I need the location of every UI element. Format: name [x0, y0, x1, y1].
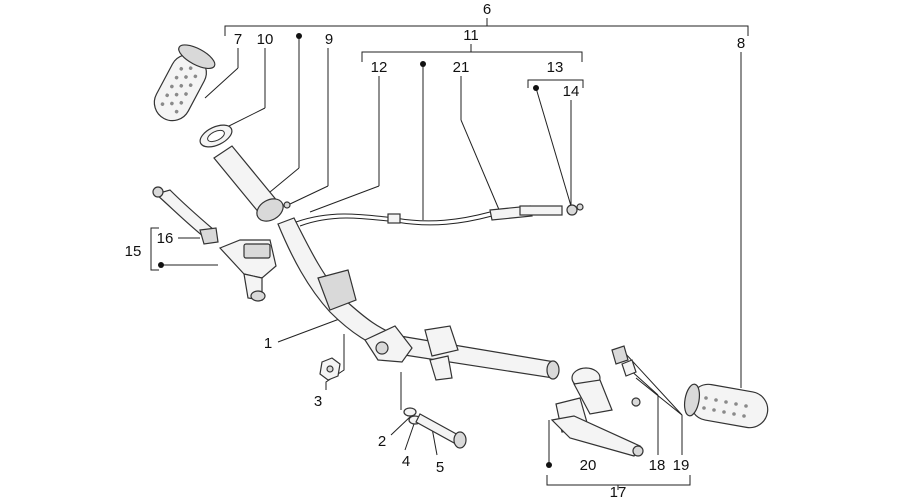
callout-17: 17 [610, 484, 627, 500]
handlebar-part [277, 217, 560, 381]
callout-18: 18 [649, 457, 666, 474]
throttle-tube-part [213, 145, 291, 222]
callout-2: 2 [378, 433, 386, 450]
leader-lines [150, 18, 749, 490]
callout-13: 13 [547, 59, 564, 76]
leader-dots [158, 33, 552, 468]
right-grip-part [683, 383, 769, 429]
callout-5: 5 [436, 459, 444, 476]
nut-part [319, 357, 341, 381]
throttle-cable-part [295, 203, 584, 227]
left-brake-lever-part [152, 186, 219, 245]
callout-14: 14 [563, 83, 580, 100]
callout-7: 7 [234, 31, 242, 48]
callout-15: 15 [125, 243, 142, 260]
callout-1: 1 [264, 335, 272, 352]
callout-8: 8 [737, 35, 745, 52]
callout-3: 3 [314, 393, 322, 410]
master-cylinder-part [218, 239, 277, 302]
washer-part [199, 124, 233, 148]
callout-10: 10 [257, 31, 274, 48]
callout-4: 4 [402, 453, 410, 470]
right-lever-assembly-part [550, 345, 644, 457]
callout-labels: 6 7 10 9 11 8 12 21 13 14 16 15 1 3 2 4 … [125, 1, 746, 500]
callout-6: 6 [483, 1, 491, 18]
callout-21: 21 [453, 59, 470, 76]
callout-16: 16 [157, 230, 174, 247]
callout-12: 12 [371, 59, 388, 76]
callout-20: 20 [580, 457, 597, 474]
callout-11: 11 [463, 27, 479, 44]
callout-9: 9 [325, 31, 333, 48]
left-grip-part [153, 44, 216, 122]
bolt-and-washers-part [403, 407, 467, 449]
callout-19: 19 [673, 457, 690, 474]
